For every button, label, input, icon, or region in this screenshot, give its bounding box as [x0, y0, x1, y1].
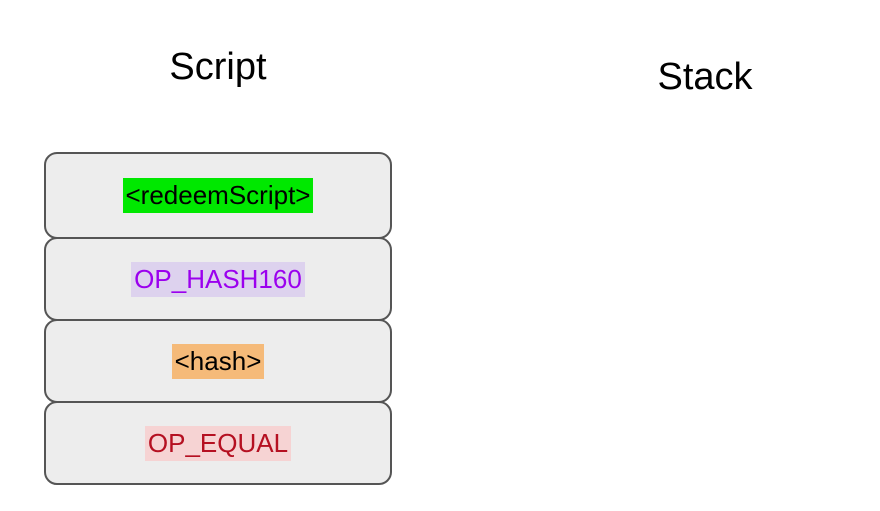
script-row[interactable]: <redeemScript> — [44, 152, 392, 239]
script-row[interactable]: <hash> — [44, 319, 392, 403]
script-item-hash: <hash> — [171, 343, 265, 379]
script-item-op-hash160: OP_HASH160 — [131, 261, 305, 297]
script-row[interactable]: OP_EQUAL — [44, 401, 392, 485]
stack-column-title: Stack — [657, 56, 753, 98]
script-item-op-equal: OP_EQUAL — [144, 425, 292, 461]
script-row[interactable]: OP_HASH160 — [44, 237, 392, 321]
script-item-redeemscript: <redeemScript> — [122, 178, 314, 213]
script-column-title: Script — [169, 46, 267, 88]
script-stack: <redeemScript> OP_HASH160 <hash> OP_EQUA… — [44, 152, 392, 485]
stack-area — [540, 152, 870, 492]
